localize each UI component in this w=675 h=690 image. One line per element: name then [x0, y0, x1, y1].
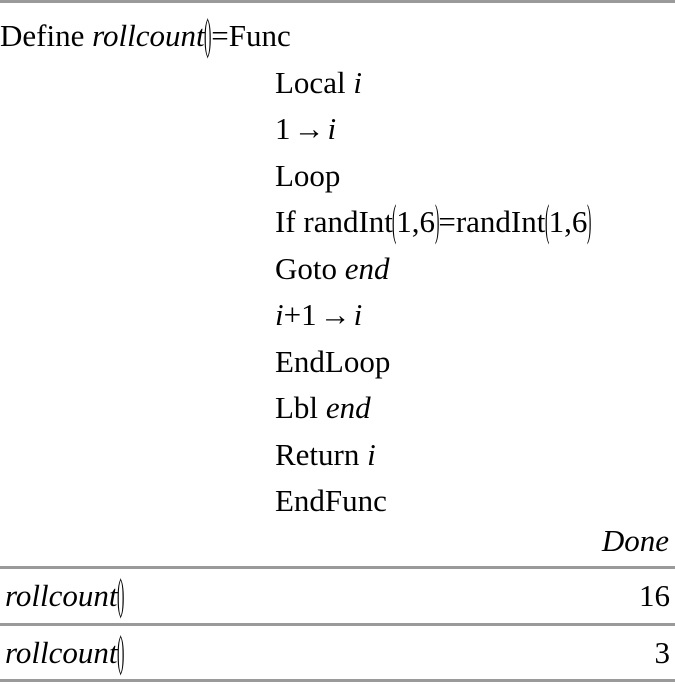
token-num: 1,6: [396, 204, 435, 239]
token-paren: ): [434, 195, 439, 246]
token-kw: Loop: [275, 157, 341, 193]
token-paren: (: [544, 195, 550, 246]
program-line: Goto end: [0, 246, 675, 293]
token-paren: ): [120, 626, 125, 677]
separator-rule-2: [0, 623, 675, 626]
evaluation-row[interactable]: rollcount() 3: [0, 626, 675, 682]
token-arrow: →: [293, 111, 325, 146]
token-var: end: [325, 390, 371, 425]
token-paren: (: [117, 626, 122, 677]
evaluation-value: 16: [639, 578, 670, 613]
evaluation-expression[interactable]: rollcount(): [5, 626, 125, 682]
program-line: 1→i: [0, 106, 675, 153]
program-line: Local i: [0, 60, 675, 107]
program-line: Define rollcount()=Func: [0, 9, 675, 60]
token-eq: =: [211, 18, 229, 53]
token-var: rollcount: [5, 578, 118, 613]
token-var: rollcount: [92, 18, 205, 53]
evaluation-value: 3: [654, 635, 671, 670]
evaluation-row[interactable]: rollcount() 16: [0, 569, 675, 625]
program-line: EndFunc: [0, 478, 675, 525]
top-border-rule: [0, 0, 675, 3]
token-var: rollcount: [5, 635, 118, 670]
program-line: i+1→i: [0, 292, 675, 339]
token-paren: ): [207, 9, 212, 60]
program-line: EndLoop: [0, 339, 675, 386]
token-arrow: →: [319, 297, 351, 332]
program-line: If randInt(1,6)=randInt(1,6): [0, 195, 675, 246]
token-var: i: [353, 64, 362, 100]
token-kw: Local: [275, 64, 354, 100]
program-line: Return i: [0, 432, 675, 479]
token-kw: EndLoop: [275, 343, 391, 379]
separator-rule-3: [0, 679, 675, 682]
evaluation-expression[interactable]: rollcount(): [5, 569, 125, 625]
token-var: i: [275, 297, 284, 332]
token-kw: Goto: [275, 250, 345, 286]
program-line: Lbl end: [0, 385, 675, 432]
program-line: Loop: [0, 153, 675, 200]
separator-rule-1: [0, 566, 675, 569]
token-kw: Lbl: [275, 390, 326, 425]
token-paren: (: [392, 195, 397, 246]
token-paren: ): [120, 569, 125, 620]
token-paren: (: [117, 569, 122, 620]
token-kw: Func: [228, 18, 291, 53]
token-num: 1: [301, 297, 317, 332]
token-kw: randInt: [455, 204, 546, 239]
token-var: i: [353, 297, 363, 332]
token-paren: (: [204, 9, 209, 60]
token-op: +: [283, 297, 302, 332]
token-var: end: [344, 250, 390, 286]
program-result-done: Done: [601, 523, 669, 558]
token-kw: If randInt: [275, 204, 393, 239]
token-var: i: [327, 111, 337, 146]
token-var: i: [367, 436, 376, 472]
token-num: 1: [275, 111, 291, 146]
token-kw: Define: [0, 18, 93, 53]
token-num: 1,6: [548, 204, 588, 239]
token-paren: ): [586, 195, 592, 246]
token-kw: Return: [275, 436, 368, 472]
token-kw: EndFunc: [275, 483, 387, 518]
token-eq: =: [438, 204, 456, 239]
